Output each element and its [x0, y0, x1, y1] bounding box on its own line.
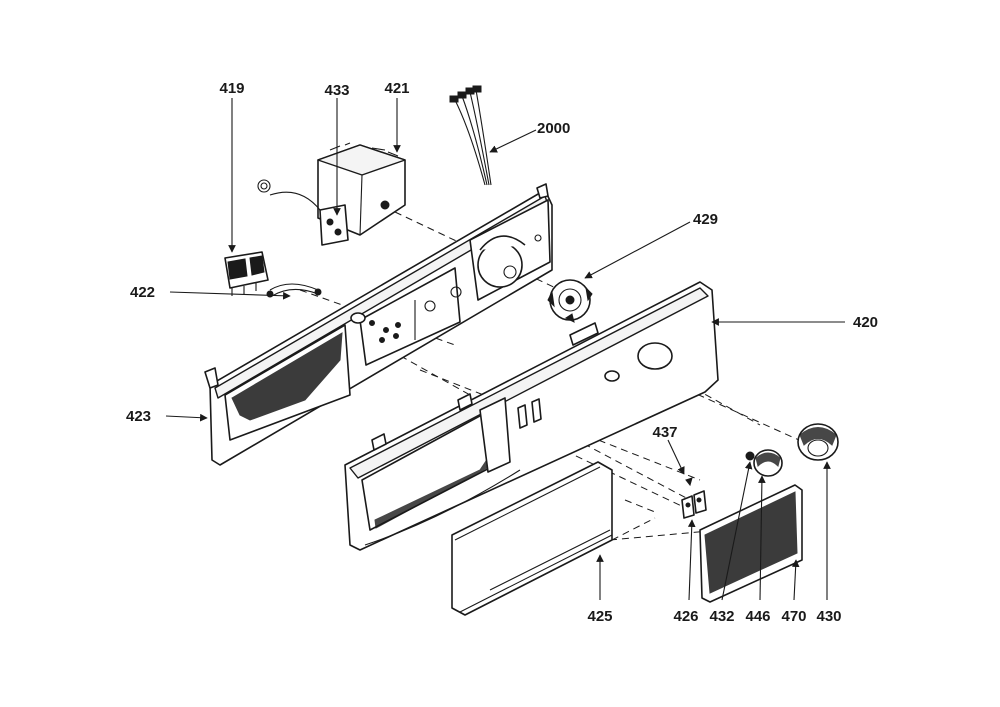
switch-block: [224, 251, 269, 296]
label-419: 419: [219, 80, 244, 97]
front-fascia: [344, 281, 719, 551]
label-446: 446: [745, 608, 770, 625]
push-buttons: [681, 477, 707, 519]
rear-console-frame: [204, 183, 553, 466]
label-2000: 2000: [537, 120, 570, 137]
timer-programmer: [257, 142, 406, 246]
label-421: 421: [384, 80, 409, 97]
knob-bracket: [547, 279, 593, 323]
label-429: 429: [693, 211, 718, 228]
small-harness: [266, 283, 322, 298]
display-panel: [699, 484, 803, 603]
label-430: 430: [816, 608, 841, 625]
label-422: 422: [130, 284, 155, 301]
label-425: 425: [587, 608, 612, 625]
large-knob: [797, 423, 839, 461]
drawer-front: [451, 461, 613, 616]
label-432: 432: [709, 608, 734, 625]
part-labels: 419 433 421 2000 429 422 420 423 437 425…: [126, 80, 878, 625]
small-knob: [745, 449, 783, 477]
label-420: 420: [853, 314, 878, 331]
label-426: 426: [673, 608, 698, 625]
label-470: 470: [781, 608, 806, 625]
label-437: 437: [652, 424, 677, 441]
leader-lines: [165, 98, 845, 601]
label-433: 433: [324, 82, 349, 99]
label-423: 423: [126, 408, 151, 425]
wire-harness: [449, 85, 492, 186]
